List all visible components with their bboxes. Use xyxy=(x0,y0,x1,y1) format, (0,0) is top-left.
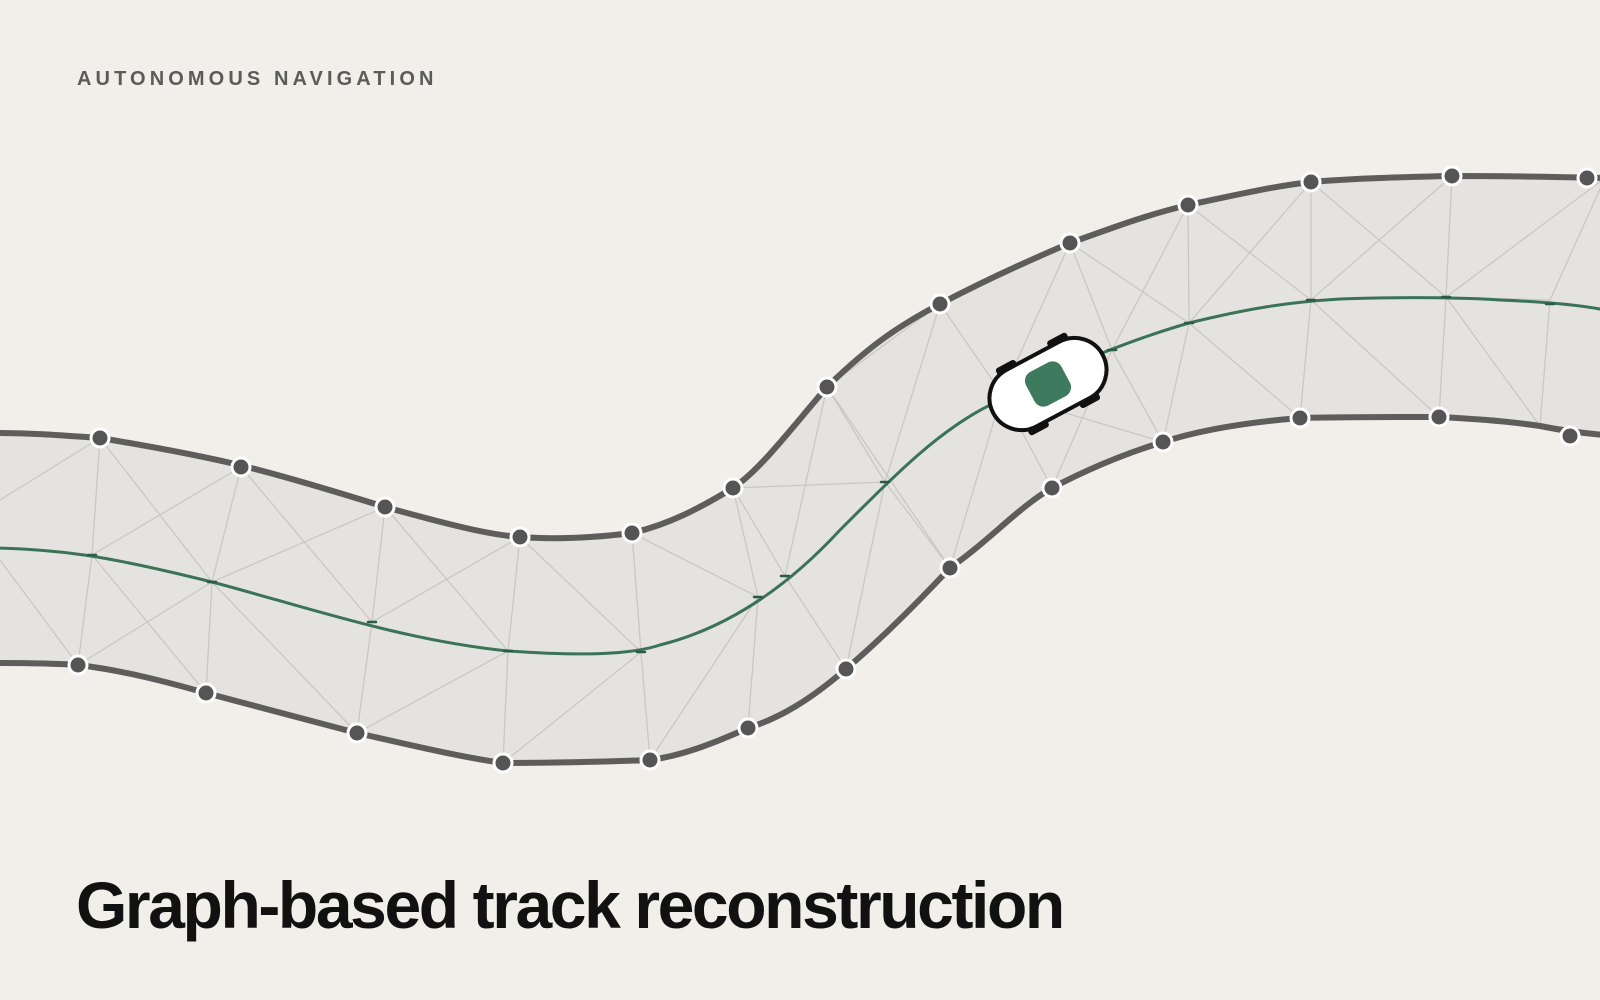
reconstructed-path xyxy=(0,296,1600,656)
section-eyebrow: AUTONOMOUS NAVIGATION xyxy=(77,68,438,90)
border-nodes xyxy=(67,165,1598,774)
track-surface xyxy=(0,176,1600,763)
car-icon xyxy=(987,332,1109,436)
path-graph-nodes xyxy=(86,295,1556,654)
headline: Graph-based track reconstruction xyxy=(76,868,1065,942)
